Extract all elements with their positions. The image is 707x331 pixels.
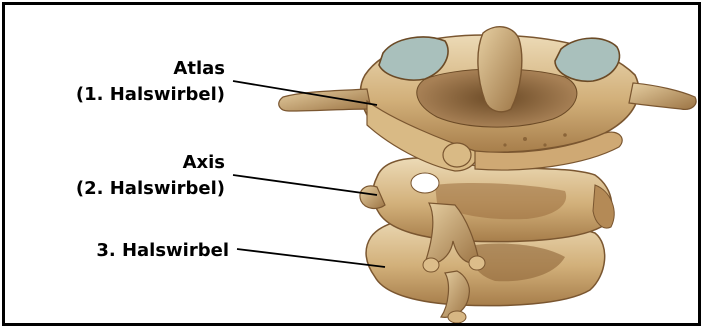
figure-frame: Atlas (1. Halswirbel) Axis (2. Halswirbe… [2, 2, 701, 326]
axis-label-line2: (2. Halswirbel) [5, 176, 225, 202]
axis-label-line1: Axis [5, 150, 225, 176]
c3-leader-line [237, 249, 385, 267]
axis-leader-line [233, 175, 377, 195]
c3-label: 3. Halswirbel [5, 238, 229, 264]
atlas-label-line2: (1. Halswirbel) [5, 82, 225, 108]
atlas-label-line1: Atlas [5, 56, 225, 82]
atlas-label: Atlas (1. Halswirbel) [5, 56, 225, 108]
axis-label: Axis (2. Halswirbel) [5, 150, 225, 202]
c3-label-line1: 3. Halswirbel [5, 238, 229, 264]
